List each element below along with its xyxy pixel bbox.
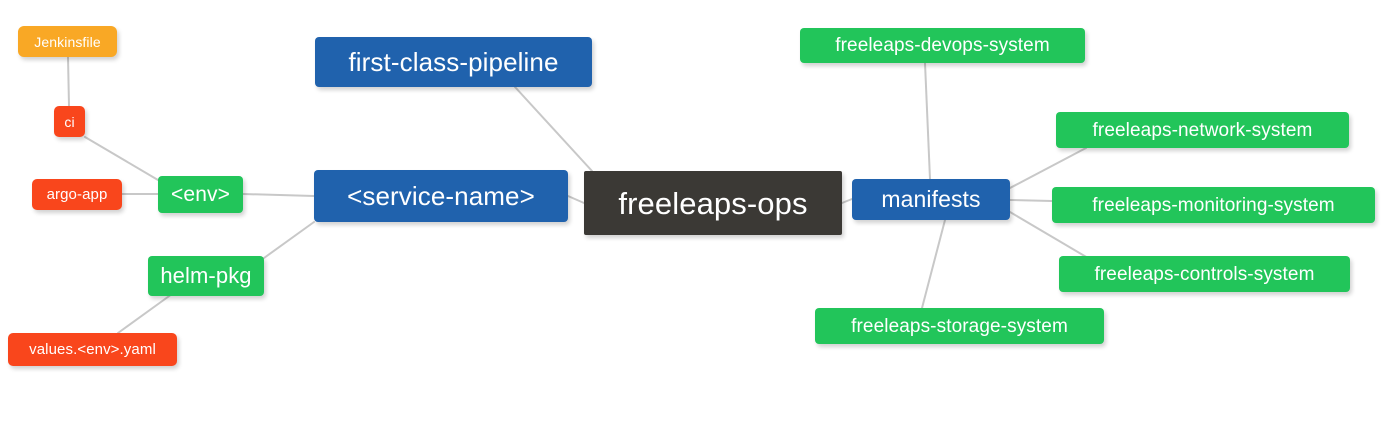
- node-freeleaps-storage-system[interactable]: freeleaps-storage-system: [815, 308, 1104, 344]
- node-label: <env>: [171, 183, 230, 206]
- node-label: values.<env>.yaml: [29, 341, 156, 358]
- node-label: freeleaps-monitoring-system: [1092, 194, 1335, 216]
- edge-manifests-to-devops-system: [924, 62, 931, 180]
- edge-manifests-to-storage-system: [921, 219, 946, 309]
- node-freeleaps-devops-system[interactable]: freeleaps-devops-system: [800, 28, 1085, 63]
- edge-service-name-to-helm-pkg: [263, 221, 315, 259]
- node-ci[interactable]: ci: [54, 106, 85, 137]
- edge-manifests-to-monitoring-system: [1009, 199, 1053, 202]
- node-first-class-pipeline[interactable]: first-class-pipeline: [315, 37, 592, 87]
- node-label: Jenkinsfile: [34, 33, 101, 50]
- edge-env-to-ci: [84, 136, 159, 181]
- node-helm-pkg[interactable]: helm-pkg: [148, 256, 264, 296]
- node-label: first-class-pipeline: [348, 47, 559, 77]
- node-label: freeleaps-network-system: [1092, 119, 1313, 141]
- node-freeleaps-network-system[interactable]: freeleaps-network-system: [1056, 112, 1349, 148]
- node-freeleaps-monitoring-system[interactable]: freeleaps-monitoring-system: [1052, 187, 1375, 223]
- edge-root-to-service-name: [567, 195, 585, 204]
- edge-manifests-to-network-system: [1009, 147, 1087, 189]
- node-service-name[interactable]: <service-name>: [314, 170, 568, 222]
- edge-ci-to-jenkinsfile: [67, 56, 70, 107]
- edge-root-to-manifests: [841, 198, 853, 204]
- node-argo-app[interactable]: argo-app: [32, 179, 122, 210]
- node-label: manifests: [881, 186, 981, 212]
- node-values-yaml[interactable]: values.<env>.yaml: [8, 333, 177, 366]
- node-label: ci: [64, 113, 75, 130]
- node-label: argo-app: [46, 186, 108, 203]
- edge-helm-pkg-to-values-yaml: [117, 293, 173, 334]
- edge-root-to-first-class: [514, 86, 593, 172]
- node-label: freeleaps-devops-system: [835, 35, 1050, 56]
- node-jenkinsfile[interactable]: Jenkinsfile: [18, 26, 117, 57]
- node-freeleaps-controls-system[interactable]: freeleaps-controls-system: [1059, 256, 1350, 292]
- node-env[interactable]: <env>: [158, 176, 243, 213]
- node-manifests[interactable]: manifests: [852, 179, 1010, 220]
- node-label: freeleaps-storage-system: [851, 315, 1068, 337]
- node-label: freeleaps-ops: [618, 185, 808, 221]
- node-label: helm-pkg: [160, 263, 252, 288]
- node-freeleaps-ops-root[interactable]: freeleaps-ops: [584, 171, 842, 235]
- node-label: freeleaps-controls-system: [1094, 263, 1315, 285]
- edge-service-name-to-env: [242, 193, 315, 197]
- node-label: <service-name>: [347, 181, 535, 211]
